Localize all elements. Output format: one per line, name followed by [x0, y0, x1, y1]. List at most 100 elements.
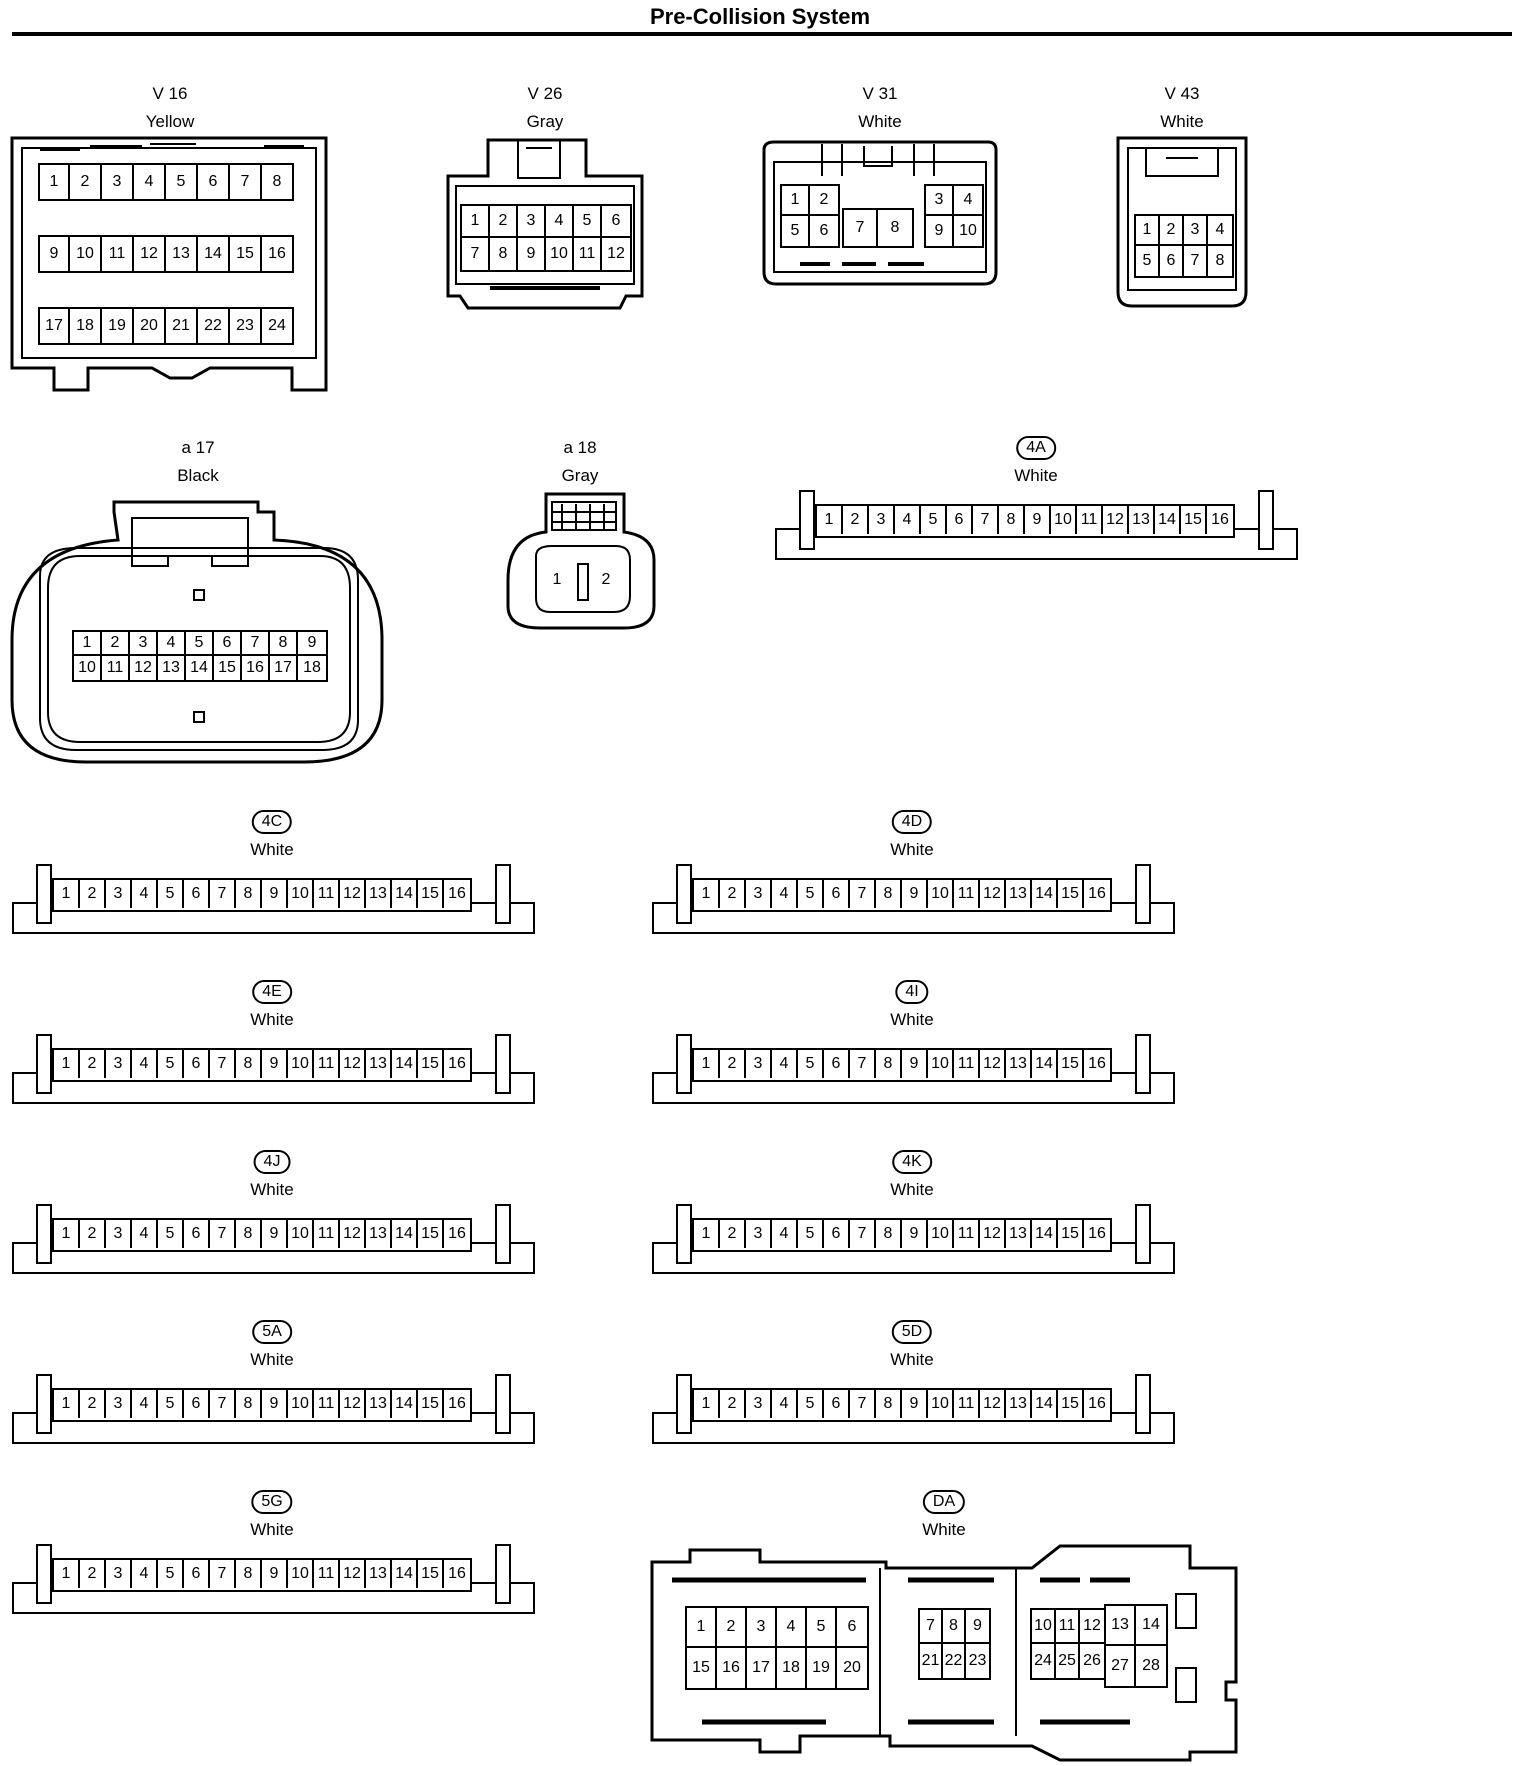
pin-cavity: 6 — [837, 1608, 867, 1648]
pin-cavity: 23 — [968, 1652, 987, 1669]
pin-cavity: 12 — [340, 1220, 366, 1248]
connector-color-a17: Black — [177, 466, 219, 485]
pin-cavity: 5 — [158, 1560, 184, 1588]
pin-cavity: 12 — [340, 1050, 366, 1078]
pin-cavity: 9 — [902, 1050, 928, 1078]
pin-cavity: 9 — [38, 235, 70, 273]
strip-end-wall — [495, 1544, 511, 1604]
connector-color-4k: White — [890, 1180, 934, 1199]
pin-cavity: 5 — [807, 1608, 837, 1648]
pin-cavity: 15 — [1058, 1050, 1084, 1078]
pin-cavity: 10 — [288, 1050, 314, 1078]
pin-cavity: 6 — [1160, 246, 1184, 276]
pin-cavity: 1 — [694, 1220, 720, 1248]
pin-cavity: 24 — [262, 307, 294, 345]
a18-housing — [506, 492, 656, 630]
pin-cavity: 5 — [574, 206, 602, 238]
pin-cavity: 10 — [928, 880, 954, 908]
pin-cavity: 15 — [1181, 506, 1207, 534]
pin-cavity: 3 — [746, 1050, 772, 1078]
pin-cavity: 11 — [314, 1560, 340, 1588]
pin-cavity: 11 — [314, 1050, 340, 1078]
pin-cavity: 16 — [262, 235, 294, 273]
pin-cavity: 14 — [1032, 1220, 1058, 1248]
pin-cavity: 4 — [772, 1390, 798, 1418]
pin-cavity: 28 — [1142, 1657, 1160, 1674]
pin-cavity: 10 — [288, 880, 314, 908]
connector-color-da: White — [922, 1520, 966, 1539]
pin-cavity: 12 — [340, 880, 366, 908]
pin-cavity: 12 — [607, 245, 625, 262]
pin-cavity: 20 — [134, 307, 166, 345]
connector-color-4e: White — [250, 1010, 294, 1029]
pin-cavity: 6 — [184, 880, 210, 908]
pin-cavity: 6 — [947, 506, 973, 534]
pin-cavity: 4 — [1208, 216, 1232, 246]
strip-end-wall — [1135, 1204, 1151, 1264]
pin-cavity: 12 — [980, 1050, 1006, 1078]
pin-cavity: 10 — [288, 1560, 314, 1588]
pin-cavity: 2 — [1160, 216, 1184, 246]
pin-cavity: 6 — [184, 1050, 210, 1078]
pin-cavity: 16 — [242, 656, 270, 680]
pin-cavity: 2 — [810, 186, 838, 216]
pin-cavity: 5 — [921, 506, 947, 534]
connector-color-v16: Yellow — [145, 112, 195, 131]
pin-cavity: 4 — [132, 880, 158, 908]
pin-cavity: 1 — [462, 206, 490, 238]
pin-cavity: 15 — [418, 880, 444, 908]
pin-cavity: 22 — [198, 307, 230, 345]
pin-cavity: 2 — [102, 632, 130, 656]
pin-cavity: 7 — [210, 1220, 236, 1248]
pin-cavity: 11 — [954, 880, 980, 908]
pin-cavity: 8 — [876, 880, 902, 908]
pin-cavity: 7 — [210, 1560, 236, 1588]
pin-cavity: 3 — [869, 506, 895, 534]
pin-cavity: 14 — [392, 1050, 418, 1078]
strip-end-wall — [676, 1204, 692, 1264]
pin-cavity: 3 — [130, 632, 158, 656]
pin-cavity: 4 — [895, 506, 921, 534]
pin-cavity: 13 — [1006, 1050, 1032, 1078]
pin-cavity: 7 — [973, 506, 999, 534]
pin-cavity: 6 — [824, 880, 850, 908]
pin-cavity: 12 — [130, 656, 158, 680]
pin-cavity: 2 — [843, 506, 869, 534]
connector-code-a18: a 18 — [563, 438, 597, 457]
connector-code-4k: 4K — [892, 1150, 932, 1174]
pin-cavity: 9 — [262, 1390, 288, 1418]
pin-cavity: 16 — [448, 1565, 466, 1582]
pin-cavity: 9 — [262, 1220, 288, 1248]
pin-cavity: 11 — [1056, 1610, 1080, 1644]
connector-code-da: DA — [922, 1490, 966, 1514]
pin-cavity: 7 — [210, 1050, 236, 1078]
strip-end-wall — [495, 1374, 511, 1434]
pin-cavity: 5 — [158, 1220, 184, 1248]
pin-cavity: 15 — [214, 656, 242, 680]
pin-cavity: 1 — [54, 1390, 80, 1418]
pin-cavity: 3 — [746, 1220, 772, 1248]
pin-cavity: 6 — [184, 1390, 210, 1418]
pin-cavity: 21 — [920, 1644, 943, 1678]
pin-cavity: 2 — [70, 163, 102, 201]
pin-cavity: 24 — [1032, 1644, 1056, 1678]
pin-cavity: 5 — [158, 1390, 184, 1418]
strip-end-wall — [676, 1374, 692, 1434]
connector-code-4e: 4E — [252, 980, 292, 1004]
pin-cavity: 6 — [214, 632, 242, 656]
pin-cavity: 7 — [844, 210, 878, 246]
pin-cavity: 2 — [720, 1050, 746, 1078]
pin-cavity: 16 — [1088, 1395, 1106, 1412]
pin-cavity: 3 — [1184, 216, 1208, 246]
pin-cavity: 16 — [448, 1055, 466, 1072]
pin-cavity: 16 — [1211, 511, 1229, 528]
pin-cavity: 16 — [448, 1225, 466, 1242]
pin-cavity: 16 — [448, 885, 466, 902]
connector-code-4j: 4J — [253, 1150, 291, 1174]
